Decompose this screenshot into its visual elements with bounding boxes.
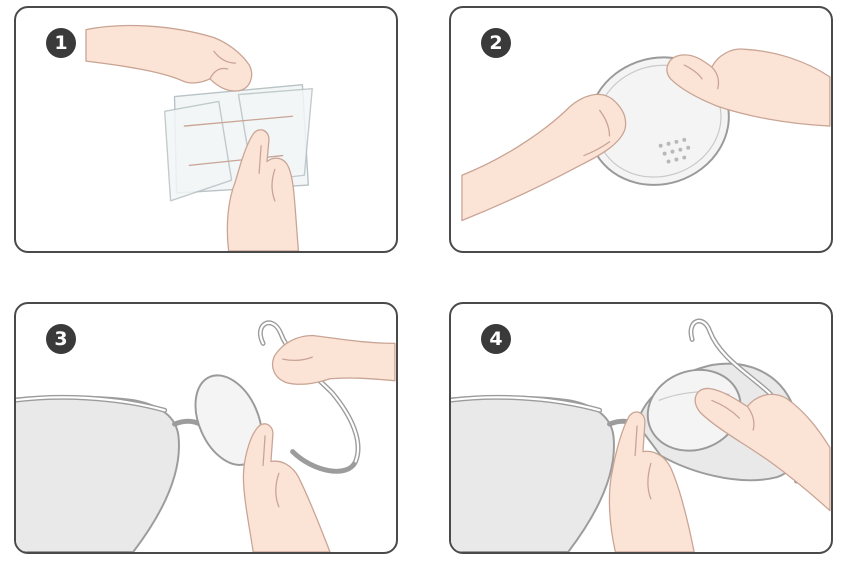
top-hand [85,24,253,92]
step-2-illustration [461,48,831,222]
right-hand [666,48,831,127]
step-1-illustration [85,24,313,251]
step-2-badge: 2 [481,28,511,58]
step-4-illustration [451,318,831,552]
step-4-panel: 4 [449,302,833,554]
pressing-hand [242,423,331,552]
left-hand [461,93,627,222]
step-4-badge: 4 [481,324,511,354]
bra-left-cup [16,395,180,552]
step-3-badge: 3 [46,324,76,354]
step-1-badge: 1 [46,28,76,58]
bottom-hand [608,411,695,552]
bottom-hand [226,129,300,251]
step-3-panel: 3 [14,302,398,554]
upper-hand [271,334,396,385]
step-3-illustration [16,320,396,552]
adhesive-dots [658,137,691,164]
step-1-panel: 1 [14,6,398,253]
bra-left-cup [451,395,615,552]
right-hand [694,387,831,512]
step-2-panel: 2 [449,6,833,253]
